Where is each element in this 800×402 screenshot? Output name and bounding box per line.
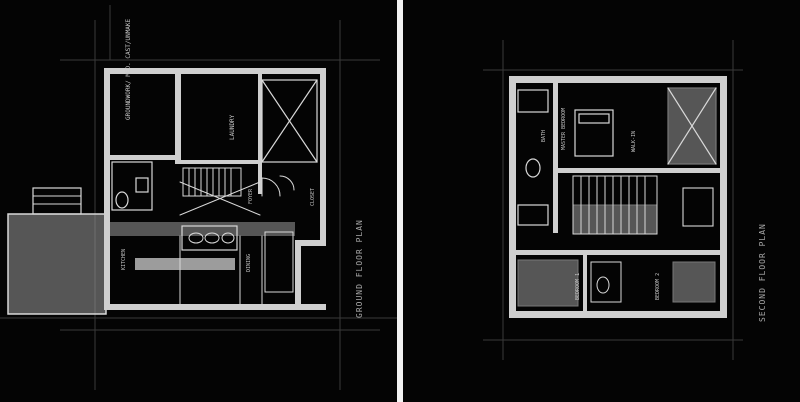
open-to-below (667, 87, 717, 165)
ground-outer-walls (104, 68, 326, 310)
ground-floor-plan: GROUNDWORK/ MED. CAST/UNMAKE LAUNDRY FOY… (0, 5, 397, 390)
ground-bath (111, 161, 153, 211)
construction-lines-second (483, 40, 743, 360)
second-floor-plan: BATH MASTER BEDROOM WALK-IN BEDROOM 1 BE… (483, 40, 767, 360)
second-bedrooms (517, 259, 716, 307)
construction-lines (0, 5, 397, 390)
room-label-bedroom-1: BEDROOM 1 (575, 273, 581, 300)
closet-box (682, 187, 714, 227)
room-label-bedroom-2: BEDROOM 2 (655, 273, 661, 300)
room-label-laundry: LAUNDRY (229, 114, 236, 140)
laundry-open-to-below (261, 79, 318, 163)
room-label-foyer: FOYER (248, 188, 254, 204)
second-outer-walls (509, 76, 727, 318)
room-label-master-bedroom: MASTER BEDROOM (561, 108, 567, 150)
master-bed (574, 109, 614, 157)
second-bath (517, 89, 549, 226)
room-label-groundwork: GROUNDWORK/ MED. CAST/UNMAKE (125, 18, 132, 120)
room-label-kitchen: KITCHEN (121, 249, 127, 270)
room-label-bath: BATH (541, 130, 547, 142)
ground-kitchen-dining (110, 222, 295, 305)
ground-stairs (179, 167, 261, 216)
second-floor-title: SECOND FLOOR PLAN (758, 223, 767, 322)
ground-floor-title: GROUND FLOOR PLAN (355, 219, 364, 318)
room-label-dining: DINING (246, 254, 252, 272)
porch (7, 187, 107, 315)
ground-floor-panel: GROUNDWORK/ MED. CAST/UNMAKE LAUNDRY FOY… (0, 0, 397, 402)
door-swings (261, 175, 295, 197)
panel-divider (397, 0, 403, 402)
room-label-walk-in: WALK-IN (631, 131, 637, 152)
room-label-closet: CLOSET (310, 188, 316, 206)
second-stairs (572, 175, 658, 235)
second-floor-panel: BATH MASTER BEDROOM WALK-IN BEDROOM 1 BE… (403, 0, 800, 402)
